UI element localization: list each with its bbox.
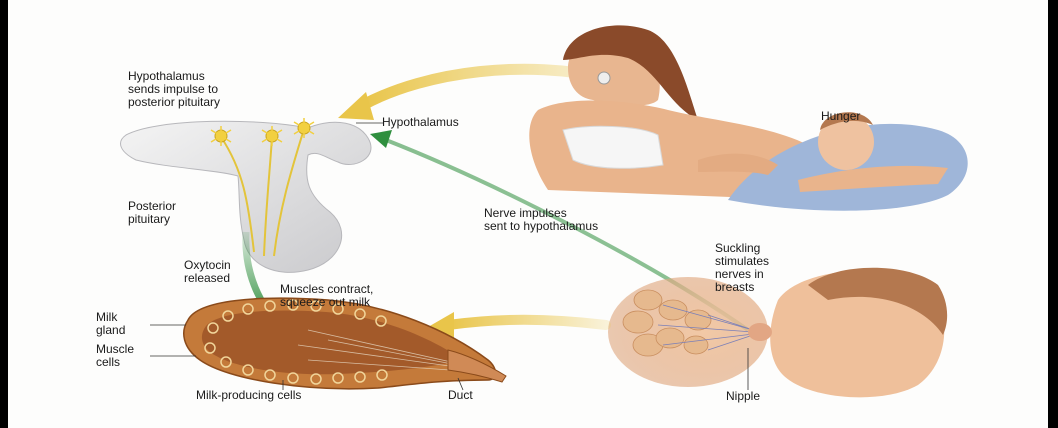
label-hypothalamus-sends: Hypothalamus sends impulse to posterior … <box>128 70 220 109</box>
label-nipple: Nipple <box>726 390 760 403</box>
label-muscles-contract: Muscles contract, squeeze out milk <box>280 283 373 309</box>
diagram-panel: Hypothalamus sends impulse to posterior … <box>8 0 1048 428</box>
label-suckling: Suckling stimulates nerves in breasts <box>715 242 769 294</box>
yellow-arrow-breast-to-gland <box>448 320 606 325</box>
breast-baby-illustration <box>608 268 947 398</box>
label-hypothalamus: Hypothalamus <box>382 116 459 129</box>
milk-gland-illustration <box>184 298 506 389</box>
label-hunger: Hunger <box>821 110 860 123</box>
mother-baby-illustration <box>529 25 967 210</box>
label-oxytocin: Oxytocin released <box>184 259 231 285</box>
label-milk-gland: Milk gland <box>96 311 125 337</box>
label-nerve-impulses: Nerve impulses sent to hypothalamus <box>484 207 598 233</box>
label-posterior-pituitary: Posterior pituitary <box>128 200 176 226</box>
label-milk-producing-cells: Milk-producing cells <box>196 389 301 402</box>
label-duct: Duct <box>448 389 473 402</box>
label-muscle-cells: Muscle cells <box>96 343 134 369</box>
